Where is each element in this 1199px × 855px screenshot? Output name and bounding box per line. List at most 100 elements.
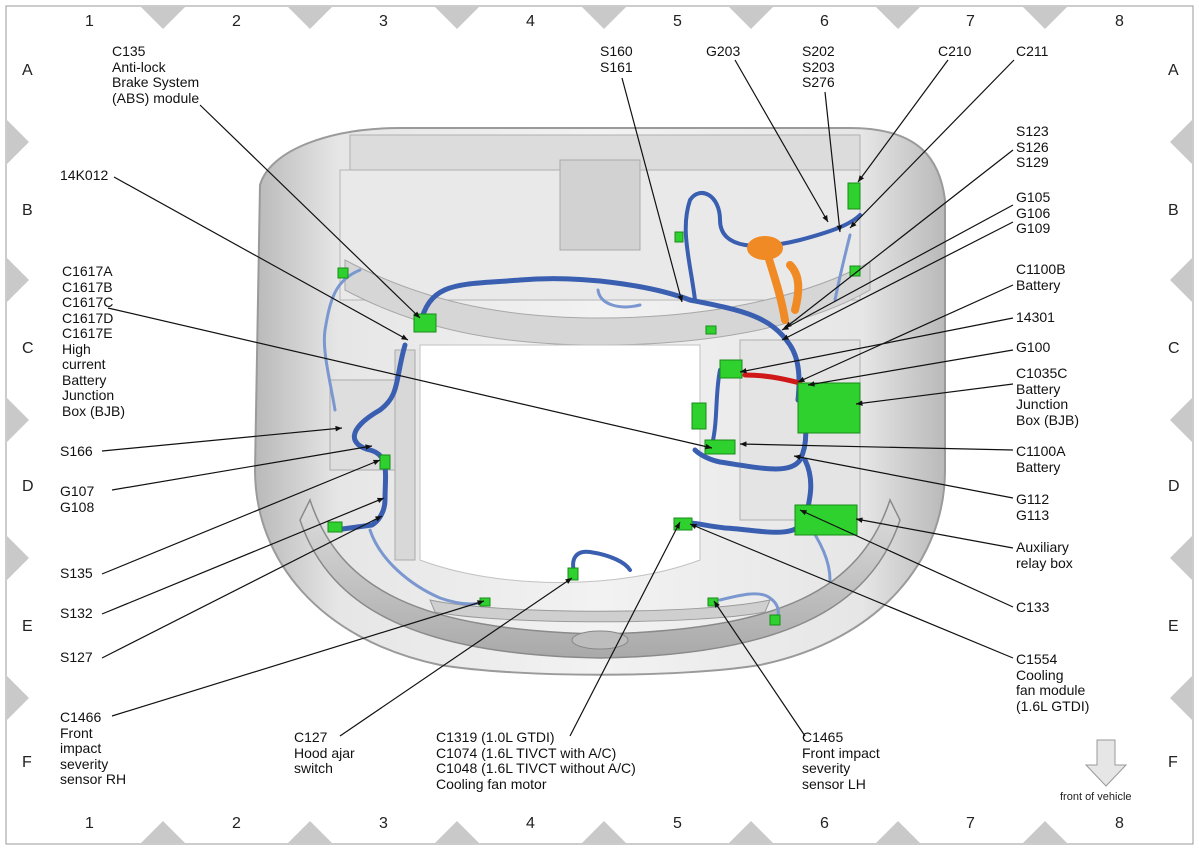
grid-col-bottom-8: 8	[1115, 815, 1124, 832]
arrowhead-g107	[365, 444, 372, 450]
grid-col-bottom-7: 7	[966, 815, 975, 832]
leader-c133	[799, 509, 1014, 608]
label-s123: S123 S126 S129	[1016, 123, 1049, 170]
connector-c1100b	[719, 359, 743, 379]
grid-marker-right-4	[1170, 536, 1192, 580]
connector-bjb	[797, 382, 861, 434]
arrowhead-c1100b	[798, 376, 805, 382]
grid-marker-right-2	[1170, 258, 1192, 302]
connector-aux-relay	[794, 504, 858, 536]
label-g112: G112 G113	[1016, 491, 1050, 523]
grid-row-left-E: E	[22, 618, 33, 635]
arrowhead-g105	[782, 324, 789, 330]
arrowhead-s132	[377, 497, 384, 503]
grid-markers-bottom	[141, 821, 1067, 843]
leader-s166	[101, 427, 343, 452]
label-c1617: C1617A C1617B C1617C C1617D C1617E High …	[62, 263, 126, 419]
arrowhead-aux	[856, 517, 863, 523]
connector-left-mid	[337, 267, 349, 279]
label-g107: G107 G108	[60, 483, 95, 515]
arrowhead-c133	[800, 510, 807, 516]
frame-border	[5, 5, 1194, 845]
leader-s127	[101, 515, 383, 659]
label-s132: S132	[60, 605, 93, 621]
arrowhead-c1466	[477, 600, 484, 606]
arrowhead-g105b	[782, 334, 789, 340]
arrowhead-s127	[375, 516, 382, 522]
grid-marker-left-4	[7, 536, 29, 580]
label-c1100a: C1100A Battery	[1016, 443, 1066, 475]
connector-cable-left	[691, 402, 707, 430]
grid-marker-right-1	[1170, 120, 1192, 164]
grid-row-left-A: A	[22, 62, 33, 79]
grid-marker-bottom-3	[435, 821, 479, 843]
label-c1035c: C1035C Battery Junction Box (BJB)	[1016, 365, 1080, 428]
grid-col-top-5: 5	[673, 13, 682, 30]
grid-row-right-F: F	[1168, 754, 1178, 771]
arrowhead-c1465	[714, 601, 720, 608]
grid-marker-bottom-1	[141, 821, 185, 843]
connector-c1465	[707, 597, 719, 607]
leader-lines	[101, 59, 1015, 737]
connector-cooling	[705, 325, 717, 335]
wiring-harness	[322, 190, 862, 622]
grid-col-top-8: 8	[1115, 13, 1124, 30]
grid-row-right-E: E	[1168, 618, 1179, 635]
connector-c210	[847, 182, 861, 210]
connector-right-low	[769, 614, 781, 626]
arrowhead-s202	[836, 225, 843, 232]
grid-marker-top-6	[876, 7, 920, 29]
connector-top-mid	[674, 231, 684, 243]
label-c1100b: C1100B Battery	[1016, 261, 1066, 293]
arrowhead-14301	[740, 368, 747, 374]
leader-g105	[781, 204, 1014, 331]
ground-blob	[747, 236, 783, 260]
arrowhead-s135	[373, 459, 380, 465]
arrowhead-c1100a	[740, 441, 747, 447]
grid-row-left-B: B	[22, 202, 33, 219]
leader-c135	[199, 104, 421, 319]
label-c1554: C1554 Cooling fan module (1.6L GTDI)	[1016, 651, 1090, 714]
grid-marker-bottom-7	[1023, 821, 1067, 843]
leader-s123	[784, 149, 1014, 329]
grid-row-right-B: B	[1168, 202, 1179, 219]
leader-s160	[621, 77, 683, 303]
label-g100: G100	[1016, 339, 1051, 355]
arrowhead-g100	[808, 381, 815, 387]
grid-col-top-3: 3	[379, 13, 388, 30]
label-c127: C127 Hood ajar switch	[294, 729, 355, 776]
connector-c1100a	[704, 439, 736, 455]
grid-marker-top-7	[1023, 7, 1067, 29]
connector-abs	[413, 313, 437, 333]
leader-aux	[855, 518, 1014, 549]
label-c1319: C1319 (1.0L GTDI) C1074 (1.6L TIVCT with…	[436, 729, 636, 792]
grid-col-top-7: 7	[966, 13, 975, 30]
arrowhead-c127	[565, 578, 572, 584]
label-s202: S202 S203 S276	[802, 43, 835, 90]
grid-marker-left-1	[7, 120, 29, 164]
connector-left-low	[327, 521, 343, 533]
leader-c1319	[569, 521, 681, 737]
label-14301: 14301	[1016, 309, 1055, 325]
leader-c1554	[689, 523, 1014, 659]
leader-g203	[734, 59, 829, 223]
leader-c1100a	[739, 443, 1014, 451]
leader-14301	[739, 317, 1014, 373]
leader-c210	[857, 59, 949, 183]
label-c133: C133	[1016, 599, 1050, 615]
leader-g112	[793, 455, 1014, 499]
arrowhead-14k012	[401, 334, 408, 340]
grid-marker-right-3	[1170, 398, 1192, 442]
grid-col-bottom-3: 3	[379, 815, 388, 832]
grid-marker-bottom-2	[288, 821, 332, 843]
grid-col-bottom-4: 4	[526, 815, 535, 832]
connector-c127	[567, 567, 579, 581]
leader-s135	[101, 459, 381, 575]
label-s160: S160 S161	[600, 43, 633, 75]
battery-cable	[742, 372, 803, 386]
leader-c211	[849, 59, 1015, 229]
arrowhead-c1035c	[856, 400, 863, 406]
grid-col-bottom-6: 6	[820, 815, 829, 832]
